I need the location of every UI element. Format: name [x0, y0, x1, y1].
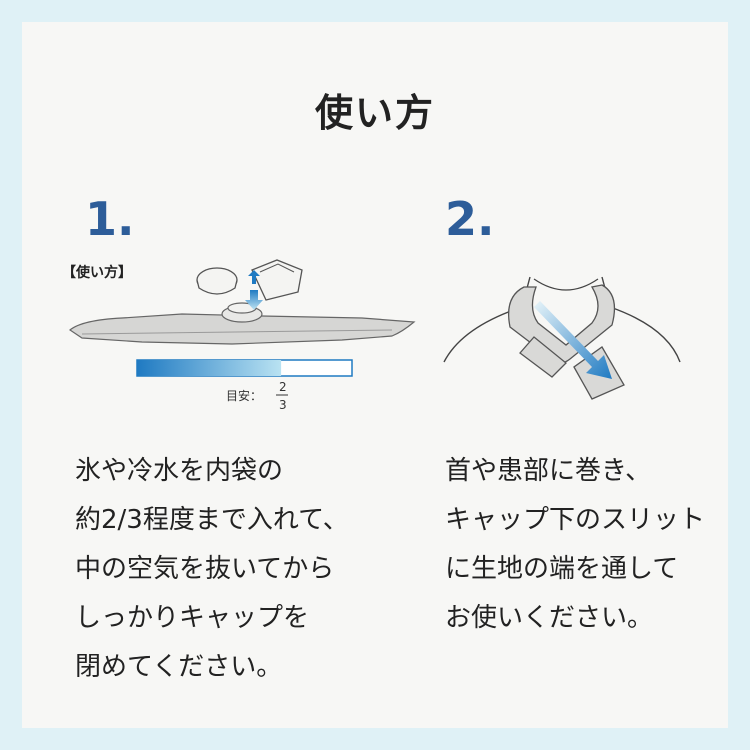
usage-tag: 【使い方】: [62, 265, 132, 281]
fraction-numerator: 2: [279, 380, 287, 394]
pour-arrow-icon: [245, 290, 263, 310]
step-1-line: 閉めてください。: [75, 652, 283, 682]
inner-pouch-shape: [68, 313, 416, 345]
step-1-description: 氷や冷水を内袋の 約2/3程度まで入れて、 中の空気を抜いてから しっかりキャッ…: [75, 447, 415, 692]
insert-arrow-icon: [534, 301, 612, 379]
measure-label: 目安：: [226, 388, 262, 403]
water-container-icon: [251, 259, 303, 301]
fill-gauge: [136, 359, 353, 377]
step-2-line: お使いください。: [445, 603, 654, 633]
step-2-line: キャップ下のスリット: [445, 505, 706, 535]
fraction-denominator: 3: [279, 398, 287, 412]
step-1-line: 中の空気を抜いてから: [75, 554, 335, 584]
step-1-line: しっかりキャップを: [75, 603, 310, 633]
instructions-card: 使い方 1.: [22, 22, 728, 728]
step-1-line: 氷や冷水を内袋の: [75, 456, 284, 486]
step-1-number: 1.: [85, 192, 135, 246]
cap-lid-icon: [196, 267, 238, 295]
gauge-fill: [137, 360, 282, 376]
page-title: 使い方: [314, 91, 435, 135]
pouch-illustration: 目安： 2 3: [68, 259, 416, 412]
step-2-line: に生地の端を通して: [445, 554, 679, 584]
neck-wrap-illustration: [443, 276, 681, 400]
step-2-line: 首や患部に巻き、: [445, 456, 652, 486]
step-2-description: 首や患部に巻き、 キャップ下のスリット に生地の端を通して お使いください。: [445, 447, 735, 643]
step-1-line: 約2/3程度まで入れて、: [75, 505, 349, 535]
step-2-number: 2.: [445, 192, 495, 246]
